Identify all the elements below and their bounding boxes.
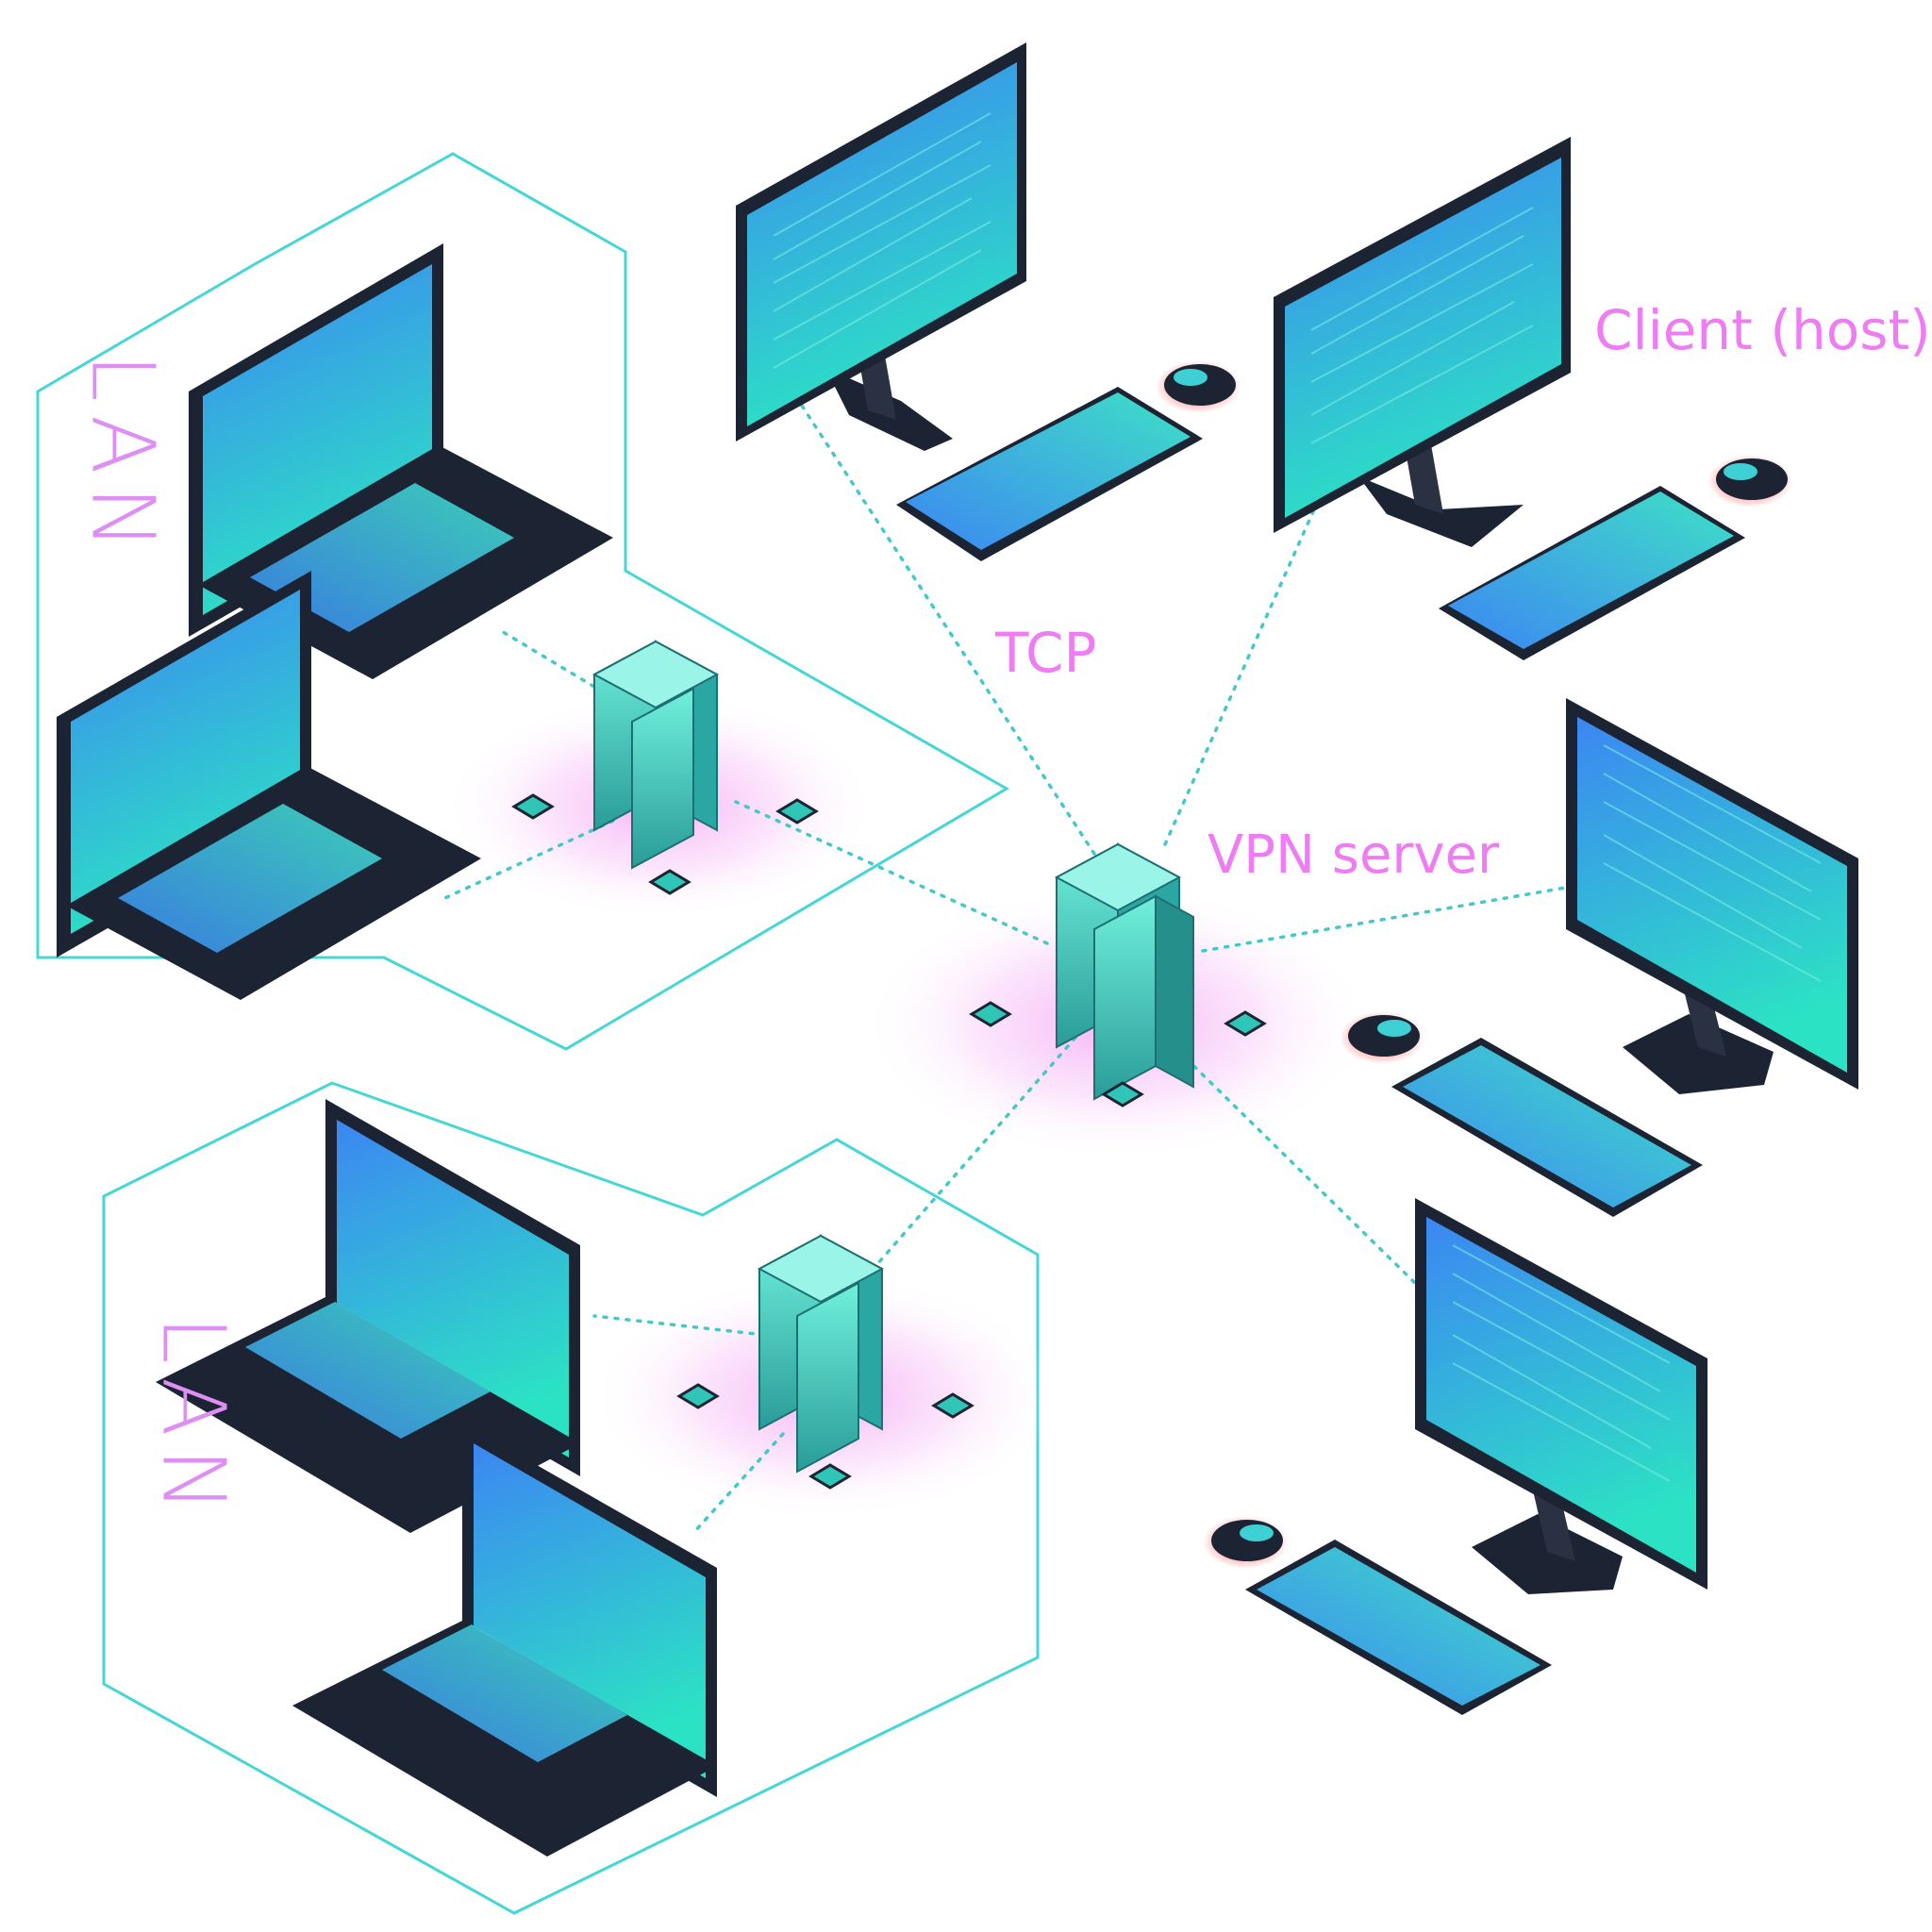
edge-vpn-lan-bottom (875, 1036, 1077, 1266)
router-chip-icon (969, 1001, 1012, 1027)
mouse-icon (1156, 360, 1241, 413)
server-cluster-icon (591, 640, 720, 870)
lan-bottom-label: LAN (143, 1315, 244, 1524)
mouse-icon (1340, 1011, 1424, 1064)
router-chip-icon (511, 793, 555, 820)
keyboard-icon (1391, 1038, 1703, 1217)
desktop-monitor-icon (1415, 1198, 1707, 1594)
lan-top-outline (36, 152, 1009, 1051)
lan-bottom-outline (102, 1081, 1040, 1915)
edge-vpn-desktop-4 (1168, 1041, 1417, 1285)
laptops (57, 243, 717, 1857)
router-chip-icon (775, 798, 819, 824)
router-chip-icon (1224, 1010, 1267, 1037)
router-chip-icon (676, 1383, 720, 1409)
router-chip-icon (931, 1392, 974, 1419)
router-chip-icon (1101, 1081, 1144, 1108)
keyboard-icon (896, 387, 1203, 561)
desktop-monitor-icon (736, 42, 1026, 451)
lan-top-label: LAN (73, 353, 174, 561)
desktops (736, 42, 1858, 1715)
edge-lan-top-laptop-2 (437, 819, 615, 903)
router-chip-icon (648, 869, 691, 895)
laptop-icon (57, 571, 481, 1000)
server-cluster-icon (1054, 842, 1194, 1101)
server-cluster-icon (757, 1234, 885, 1474)
lan-boundaries (36, 152, 1040, 1915)
mouse-icon (1707, 455, 1792, 508)
vpn-server-label: VPN server (1208, 824, 1500, 886)
edge-lan-bottom-laptop-2 (691, 1432, 785, 1535)
edge-vpn-lan-top (734, 800, 1049, 945)
desktop-monitor-icon (1566, 698, 1858, 1094)
client-host-label: Client (host) (1594, 298, 1931, 362)
desktop-monitor-icon (1274, 137, 1571, 547)
labels: Client (host) TCP VPN server LAN LAN (73, 298, 1931, 1524)
mouse-icon (1203, 1516, 1288, 1569)
keyboard-icon (1245, 1540, 1552, 1715)
edge-vpn-desktop-2 (1163, 508, 1316, 846)
servers (591, 640, 1194, 1474)
keyboard-icon (1439, 486, 1745, 660)
laptop-icon (292, 1423, 717, 1857)
edge-vpn-desktop-1 (800, 404, 1096, 856)
router-chips (511, 793, 1267, 1490)
router-chip-icon (808, 1463, 852, 1490)
tcp-label: TCP (994, 621, 1097, 685)
